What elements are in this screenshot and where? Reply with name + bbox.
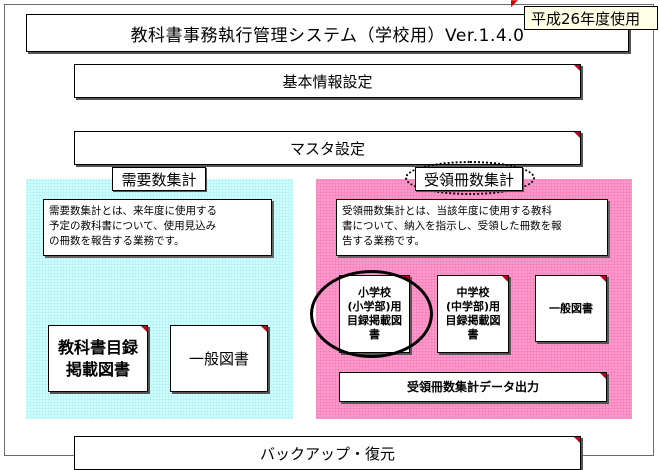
demand-section-label-text: 需要数集計 — [121, 170, 197, 189]
received-description: 受領冊数集計とは、当該年度に使用する教科 書について、納入を指示し、受領した冊数… — [336, 199, 608, 256]
textbook-catalog-line: 掲載図書 — [65, 359, 130, 379]
demand-general-books-label: 一般図書 — [188, 349, 249, 368]
junior-high-catalog-button[interactable]: 中学校 (中学部)用 目録掲載図 書 — [437, 275, 509, 353]
app-title: 教科書事務執行管理システム（学校用）Ver.1.4.0 — [26, 14, 629, 52]
received-description-line: 告する業務です。 — [342, 235, 425, 247]
basic-info-settings-button[interactable]: 基本情報設定 — [74, 64, 581, 98]
received-data-output-button[interactable]: 受領冊数集計データ出力 — [339, 372, 607, 402]
demand-description-line: 予定の教科書について、使用見込み — [49, 220, 217, 232]
junior-high-catalog-line: 中学校 — [456, 286, 490, 299]
received-section-label-text: 受領冊数集計 — [423, 170, 514, 189]
received-general-books-button[interactable]: 一般図書 — [535, 275, 607, 342]
junior-high-catalog-line: 書 — [467, 328, 479, 341]
textbook-catalog-line: 教科書目録 — [57, 337, 138, 357]
junior-high-catalog-line: 目録掲載図 — [445, 314, 501, 327]
received-description-line: 書について、納入を指示し、受領した冊数を報 — [342, 220, 562, 232]
year-badge-text: 平成26年度使用 — [531, 9, 641, 28]
master-settings-button[interactable]: マスタ設定 — [74, 131, 581, 165]
demand-description-line: の冊数を報告する業務です。 — [49, 235, 185, 247]
basic-info-settings-label: 基本情報設定 — [282, 72, 373, 91]
backup-restore-label: バックアップ・復元 — [259, 445, 395, 463]
demand-general-books-button[interactable]: 一般図書 — [170, 325, 268, 392]
highlight-circle — [310, 270, 433, 358]
received-data-output-label: 受領冊数集計データ出力 — [406, 380, 539, 394]
master-settings-label: マスタ設定 — [289, 139, 365, 158]
demand-section-label: 需要数集計 — [112, 167, 206, 191]
backup-restore-button[interactable]: バックアップ・復元 — [74, 436, 581, 470]
demand-description: 需要数集計とは、来年度に使用する 予定の教科書について、使用見込み の冊数を報告… — [43, 199, 272, 256]
app-title-text: 教科書事務執行管理システム（学校用）Ver.1.4.0 — [130, 25, 525, 46]
demand-description-line: 需要数集計とは、来年度に使用する — [49, 205, 217, 217]
received-section-label: 受領冊数集計 — [415, 167, 523, 191]
junior-high-catalog-line: (中学部)用 — [445, 300, 501, 313]
textbook-catalog-button[interactable]: 教科書目録 掲載図書 — [48, 325, 148, 392]
year-badge: 平成26年度使用 — [524, 6, 658, 30]
received-general-books-label: 一般図書 — [549, 301, 593, 315]
received-description-line: 受領冊数集計とは、当該年度に使用する教科 — [342, 205, 552, 217]
comment-marker-icon: ◤ — [511, 0, 518, 9]
highlight-dotted-ellipse — [405, 161, 535, 195]
